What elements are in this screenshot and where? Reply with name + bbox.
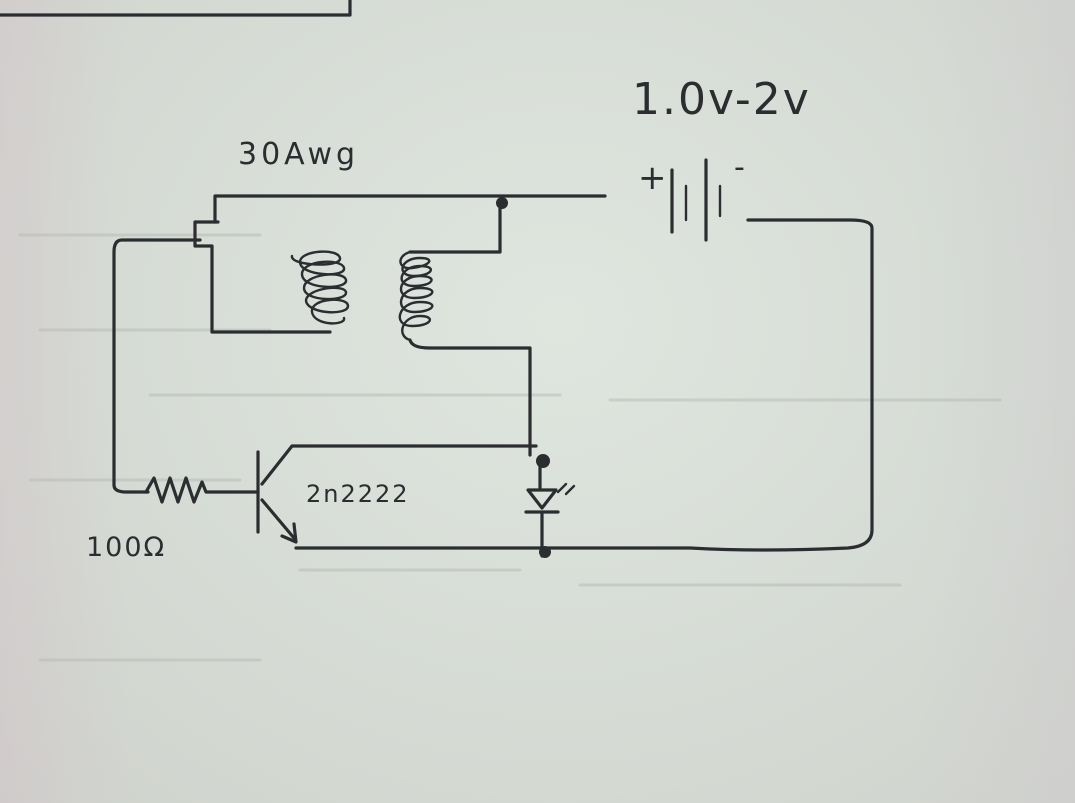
voltage-label: 1.0v-2v — [632, 74, 811, 125]
battery-minus-label: - — [734, 150, 745, 185]
transistor-label: 2n2222 — [306, 480, 410, 508]
top-wire — [213, 194, 607, 224]
secondary-coil — [398, 250, 434, 342]
battery-symbol — [670, 158, 722, 242]
primary-coil-frame — [193, 220, 332, 334]
battery-plus-label: + — [638, 158, 667, 198]
wire-gauge-label: 30Awg — [238, 137, 360, 172]
junction-top — [496, 197, 508, 209]
resistor-label: 100Ω — [86, 532, 167, 563]
return-wire — [294, 218, 874, 552]
transistor-symbol — [256, 444, 538, 544]
page-box-edge — [0, 0, 352, 17]
secondary-coil-lead — [408, 198, 502, 254]
junction-led-top — [536, 454, 550, 468]
led-symbol — [524, 456, 576, 558]
resistor — [144, 476, 260, 504]
primary-coil — [290, 250, 350, 325]
feedback-wire — [112, 238, 202, 494]
coil-to-led-wire — [408, 338, 532, 457]
show-through-lines — [18, 233, 1002, 662]
